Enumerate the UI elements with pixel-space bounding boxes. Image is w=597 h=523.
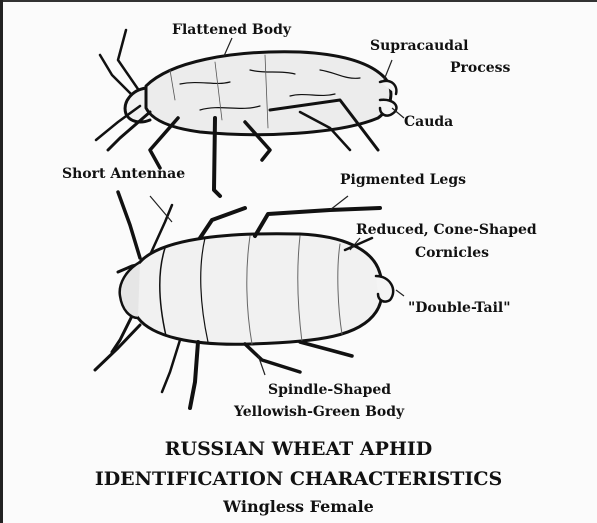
title-line3: Wingless Female [0,497,597,516]
label-body-line1: Spindle-Shaped [268,382,391,399]
label-supracaudal-line2: Process [450,60,510,77]
label-cornicles-line2: Cornicles [415,245,489,262]
top-view-aphid [95,192,393,408]
label-supracaudal-line1: Supracaudal [370,38,468,55]
label-double-tail: "Double-Tail" [408,300,511,317]
label-body-line2: Yellowish-Green Body [234,404,404,421]
label-cornicles-line1: Reduced, Cone-Shaped [356,222,537,239]
label-cauda: Cauda [404,114,453,131]
title-line1: RUSSIAN WHEAT APHID [0,438,597,460]
label-pigmented-legs: Pigmented Legs [340,172,466,189]
title-line2: IDENTIFICATION CHARACTERISTICS [0,468,597,490]
label-short-antennae: Short Antennae [62,166,185,183]
label-flattened-body: Flattened Body [172,22,291,39]
